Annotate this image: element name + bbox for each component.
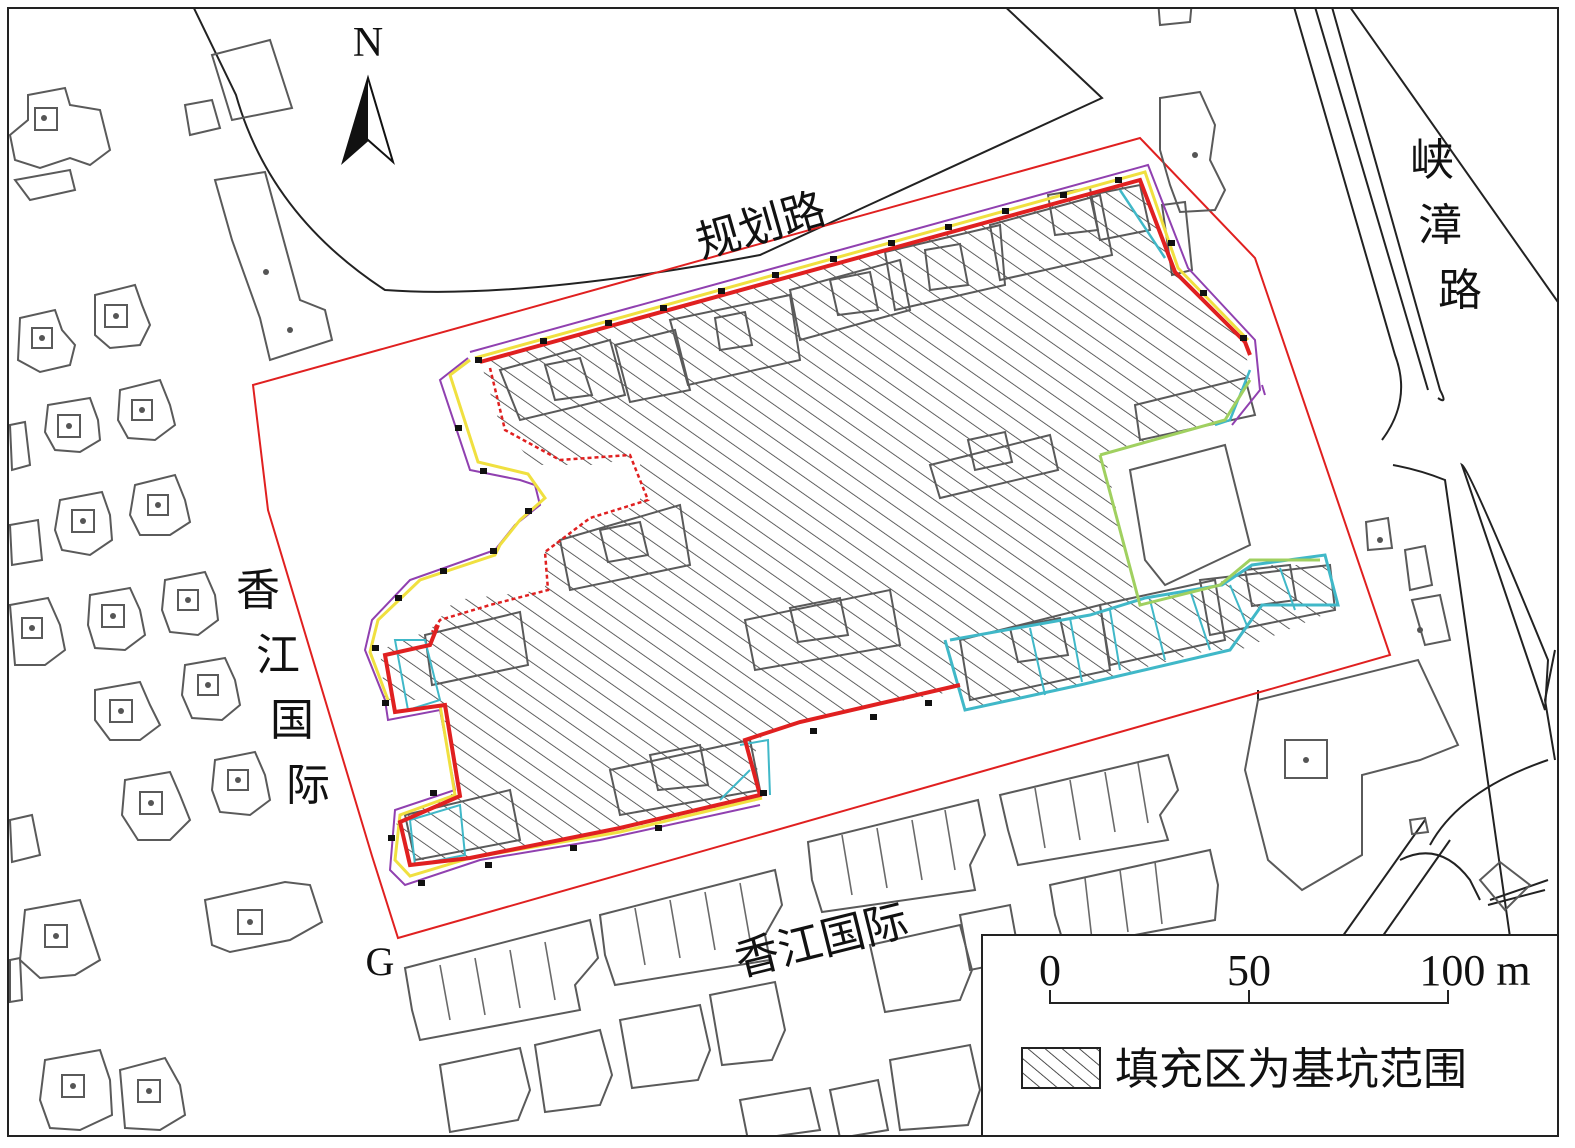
buildings-east — [1243, 516, 1532, 912]
support-markers — [372, 177, 1247, 886]
svg-text:江: 江 — [256, 631, 300, 680]
road-label-east: 峡 漳 路 — [1410, 136, 1482, 315]
north-arrow: N — [341, 20, 395, 166]
map-frame — [7, 7, 1559, 1137]
foundation-pit-area — [380, 180, 1335, 860]
north-label: N — [353, 20, 383, 66]
pit-boundary — [479, 177, 1252, 364]
support-purple-line — [363, 163, 1266, 887]
buildings-west — [8, 86, 324, 1132]
scale-tick-100: 100 m — [1419, 946, 1530, 995]
svg-text:峡: 峡 — [1410, 136, 1454, 185]
support-yellow-line — [368, 170, 1250, 878]
pit-boundary-south — [382, 624, 961, 868]
svg-text:际: 际 — [286, 761, 330, 810]
corner-label-g: G — [366, 939, 395, 984]
svg-text:路: 路 — [1438, 266, 1482, 315]
building-markers — [29, 115, 1423, 1094]
buildings-inside-pit — [403, 183, 1337, 862]
scale-bar: 0 50 100 m — [1039, 946, 1531, 1004]
existing-building-inside-site — [1128, 443, 1252, 587]
pile-line — [430, 367, 650, 633]
buildings-south — [403, 753, 1220, 1136]
scale-tick-0: 0 — [1039, 946, 1061, 995]
scale-tick-50: 50 — [1227, 946, 1271, 995]
support-cyan-line — [393, 189, 1340, 867]
road-xiazhang — [1257, 8, 1558, 1136]
support-green-line — [1098, 379, 1320, 607]
site-boundary — [251, 136, 1392, 940]
buildings-northwest — [183, 38, 334, 362]
community-label-west: 香 江 国 际 — [236, 566, 330, 810]
buildings-northeast — [1157, 8, 1227, 277]
svg-text:国: 国 — [270, 696, 314, 745]
legend-box: 0 50 100 m 填充区为基坑范围 — [981, 934, 1559, 1137]
legend-label: 填充区为基坑范围 — [1115, 1045, 1467, 1094]
svg-text:漳: 漳 — [1418, 201, 1462, 250]
legend-hatch-swatch — [1021, 1047, 1101, 1089]
svg-text:香: 香 — [236, 566, 280, 615]
